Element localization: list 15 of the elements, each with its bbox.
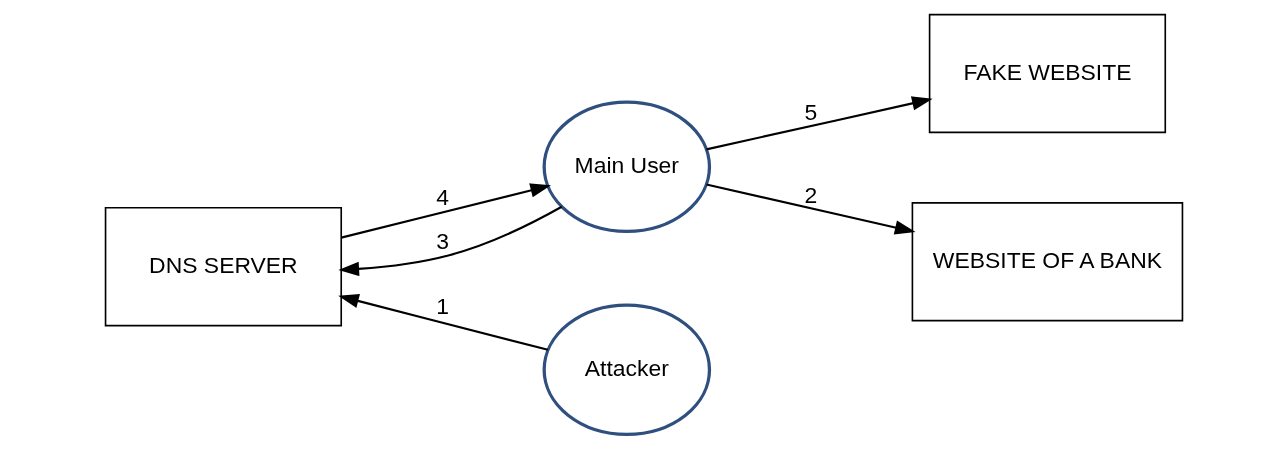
edge-label: 3: [436, 227, 450, 254]
arrow: [706, 96, 933, 151]
node-ellipse: Attacker: [542, 303, 712, 437]
node-ellipse: Main User: [542, 100, 712, 234]
arrow: [341, 183, 551, 239]
node-box: FAKE WEBSITE: [928, 13, 1167, 134]
arrow: [706, 183, 916, 235]
edge-label: 1: [436, 293, 450, 320]
node-box: WEBSITE OF A BANK: [911, 202, 1184, 322]
arrow: [338, 205, 563, 277]
edge-label: 2: [804, 182, 818, 209]
arrow: [338, 293, 549, 351]
edge-label: 5: [804, 98, 818, 125]
edge-label: 4: [436, 183, 450, 210]
node-box: DNS SERVER: [104, 206, 343, 327]
